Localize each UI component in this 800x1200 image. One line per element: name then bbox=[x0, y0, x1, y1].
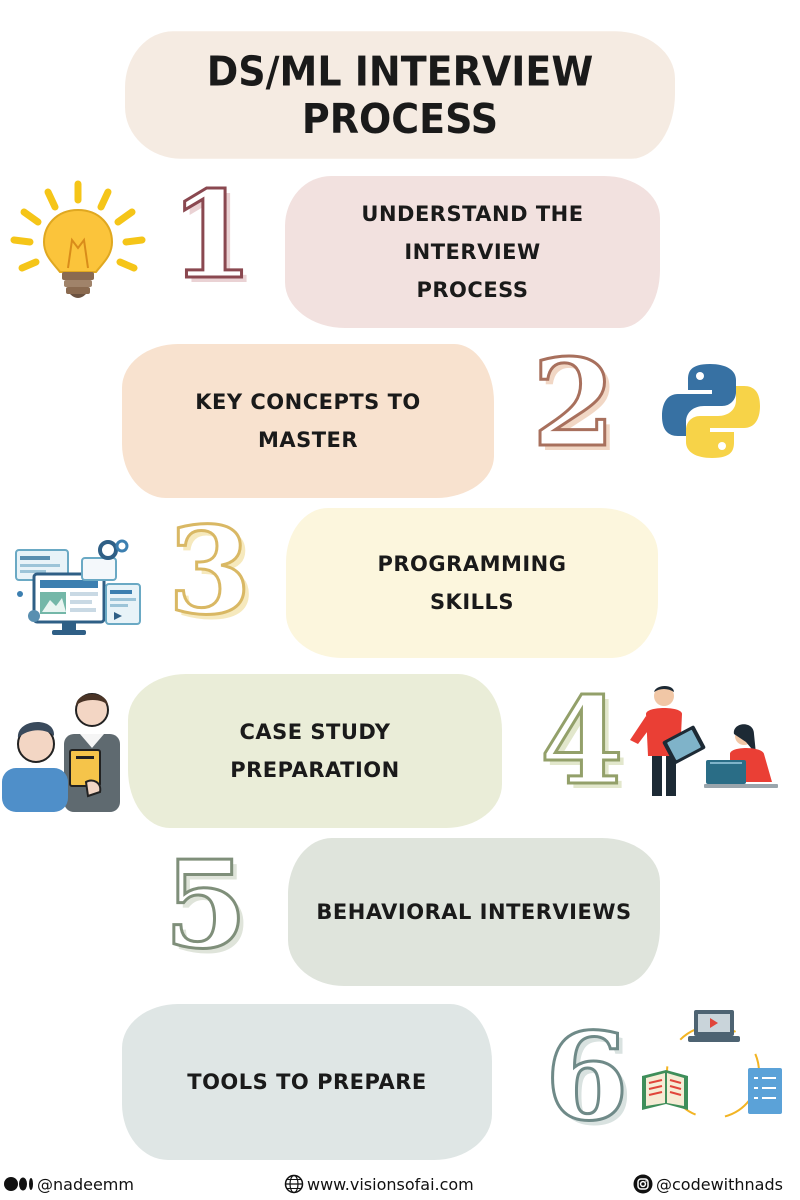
step-1-label: UNDERSTAND THE INTERVIEW PROCESS bbox=[361, 202, 584, 302]
step-4-card: CASE STUDY PREPARATION bbox=[128, 674, 502, 828]
web-dashboard-icon bbox=[12, 536, 144, 640]
title-text: DS/ML INTERVIEW PROCESS bbox=[206, 47, 594, 143]
step-1-card: UNDERSTAND THE INTERVIEW PROCESS bbox=[285, 176, 660, 328]
globe-icon bbox=[284, 1174, 304, 1194]
step-5-label: BEHAVIORAL INTERVIEWS bbox=[316, 900, 632, 924]
lightbulb-icon bbox=[8, 180, 150, 308]
step-5-card: BEHAVIORAL INTERVIEWS bbox=[288, 838, 660, 986]
step-6-label: TOOLS TO PREPARE bbox=[187, 1070, 427, 1094]
step-4-number: 4 bbox=[539, 671, 625, 812]
step-3-card: PROGRAMMING SKILLS bbox=[286, 508, 658, 658]
step-2-label: KEY CONCEPTS TO MASTER bbox=[195, 390, 421, 452]
step-6-number: 6 bbox=[544, 1007, 630, 1148]
website-text: www.visionsofai.com bbox=[307, 1174, 474, 1194]
step-2-card: KEY CONCEPTS TO MASTER bbox=[122, 344, 494, 498]
medium-handle-text: @nadeemm bbox=[37, 1174, 134, 1194]
instagram-icon bbox=[633, 1174, 653, 1194]
step-6-card: TOOLS TO PREPARE bbox=[122, 1004, 492, 1160]
step-3-label: PROGRAMMING SKILLS bbox=[377, 552, 567, 614]
coworkers-laptop-icon bbox=[626, 684, 782, 798]
medium-icon bbox=[4, 1177, 34, 1191]
step-4-label: CASE STUDY PREPARATION bbox=[230, 720, 400, 782]
instagram-text: @codewithnads bbox=[656, 1174, 783, 1194]
step-1-number: 1 bbox=[169, 165, 255, 306]
page-title: DS/ML INTERVIEW PROCESS bbox=[125, 31, 675, 159]
step-5-number: 5 bbox=[163, 835, 249, 976]
python-logo-icon bbox=[660, 360, 762, 462]
learning-cycle-icon bbox=[638, 1006, 788, 1126]
team-discussion-icon bbox=[0, 686, 128, 812]
website-link[interactable]: www.visionsofai.com bbox=[284, 1171, 474, 1197]
step-2-number: 2 bbox=[531, 333, 617, 474]
step-3-number: 3 bbox=[167, 501, 253, 642]
medium-handle[interactable]: @nadeemm bbox=[4, 1171, 134, 1197]
instagram-handle[interactable]: @codewithnads bbox=[633, 1171, 783, 1197]
